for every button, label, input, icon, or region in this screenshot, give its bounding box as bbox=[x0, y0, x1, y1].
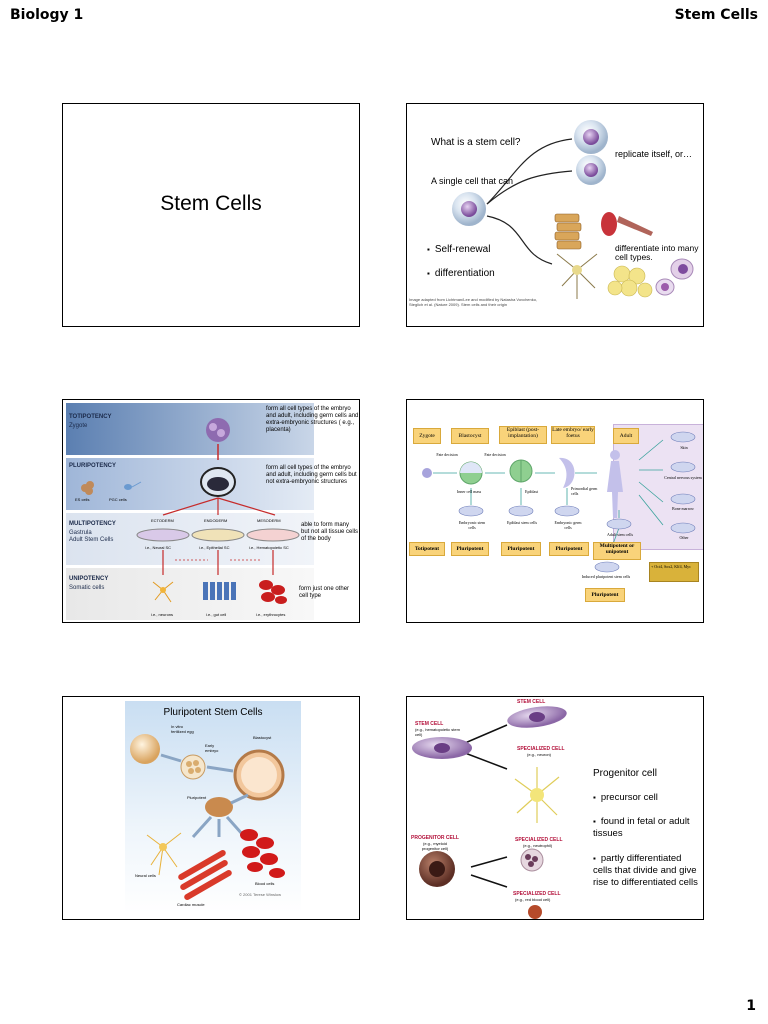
sc-epithelial: i.e., Epithelial SC bbox=[199, 545, 230, 550]
tissue-bone-marrow: Bone marrow bbox=[672, 506, 694, 511]
progenitor-cell-label: PROGENITOR CELL bbox=[411, 835, 459, 841]
stage-adult: Adult bbox=[613, 428, 639, 444]
slide-2: What is a stem cell? A single cell that … bbox=[406, 103, 704, 327]
potency-totipotent: Totipotent bbox=[409, 542, 445, 556]
ips-potency: Pluripotent bbox=[585, 588, 625, 602]
tissue-skin: Skin bbox=[680, 445, 688, 450]
bullet-partly-differentiated: partly differentiated cells that divide … bbox=[593, 853, 703, 889]
slide-5: Pluripotent Stem Cells In vitro fertiliz… bbox=[62, 696, 360, 920]
tissue-cns: Central nervous system bbox=[664, 475, 702, 480]
level-name-pluripotency: PLURIPOTENCY bbox=[69, 463, 117, 469]
stage-epiblast: Epiblast (post-implantation) bbox=[499, 426, 547, 444]
potency-pluripotent-1: Pluripotent bbox=[451, 542, 489, 556]
pluripotent-label: Pluripotent bbox=[187, 795, 207, 800]
image-credit: Image adapted from Lichtman/Lee and modi… bbox=[409, 297, 538, 307]
progenitor-heading: Progenitor cell bbox=[593, 768, 657, 779]
developmental-potency-diagram bbox=[422, 431, 696, 573]
page-number: 1 bbox=[746, 998, 756, 1014]
fate-decision-2: Fate decision bbox=[484, 452, 506, 457]
desc-totipotency: form all cell types of the embryo and ad… bbox=[266, 406, 359, 433]
bullet-self-renewal: Self-renewal bbox=[427, 244, 491, 256]
potency-pluripotent-3: Pluripotent bbox=[549, 542, 589, 556]
slide-6: STEM CELL STEM CELL (e.g., hematopoietic… bbox=[406, 696, 704, 920]
slide5-title: Pluripotent Stem Cells bbox=[163, 707, 263, 718]
slide-1: Stem Cells bbox=[62, 103, 360, 327]
desc-multipotency: able to form many but not all tissue cel… bbox=[301, 522, 359, 542]
epiblast-label: Epiblast bbox=[525, 489, 539, 494]
cell-neurons: i.e., neurons bbox=[151, 612, 174, 617]
bullet-precursor: precursor cell bbox=[593, 792, 703, 804]
slide-3: TOTIPOTENCY Zygote PLURIPOTENCY ES cells… bbox=[62, 399, 360, 623]
potency-pluripotent-2: Pluripotent bbox=[501, 542, 541, 556]
level-name-totipotency: TOTIPOTENCY bbox=[69, 414, 112, 420]
desc-pluripotency: form all cell types of the embryo and ad… bbox=[266, 465, 357, 485]
bullet-fetal-adult: found in fetal or adult tissues bbox=[593, 816, 703, 840]
progenitor-cell-sub: (e.g., myeloid progenitor cell) bbox=[421, 841, 449, 851]
level-sub-multipotency: Gastrula Adult Stem Cells bbox=[69, 530, 114, 543]
layer-ectoderm: ECTODERM bbox=[151, 518, 174, 523]
stage-zygote: Zygote bbox=[413, 428, 441, 444]
level-name-unipotency: UNIPOTENCY bbox=[69, 576, 109, 582]
stem-cell-left-label: STEM CELL bbox=[415, 721, 444, 727]
potency-multipotent: Multipotent or unipotent bbox=[593, 542, 641, 560]
header-right: Stem Cells bbox=[674, 7, 758, 23]
pgc-cells-label: PGC cells bbox=[109, 497, 127, 502]
layer-mesoderm: MESODERM bbox=[257, 518, 281, 523]
embryonic-stem-cells-label: Embryonic stem cells bbox=[458, 520, 486, 530]
slide-title: Stem Cells bbox=[160, 192, 262, 215]
differentiate-label: differentiate into many cell types. bbox=[615, 243, 699, 262]
embryonic-germ-cells-label: Embryonic germ cells bbox=[554, 520, 582, 530]
inner-cell-mass-label: Inner cell mass bbox=[457, 489, 482, 494]
stage-blastocyst: Blastocyst bbox=[451, 428, 489, 444]
header-left: Biology 1 bbox=[10, 7, 84, 23]
es-cells-label: ES cells bbox=[75, 497, 90, 502]
stem-cell-question: What is a stem cell? bbox=[431, 137, 521, 148]
level-sub-totipotency: Zygote bbox=[69, 423, 88, 429]
ips-label: Induced pluripotent stem cells bbox=[581, 574, 631, 579]
pluripotent-stem-cell-diagram bbox=[130, 734, 285, 900]
reprogramming-factors: + Oct4, Sox2, Klf4, Myc bbox=[649, 562, 699, 582]
desc-unipotency: form just one other cell type bbox=[299, 586, 350, 599]
specialized-cell-3-label: SPECIALIZED CELL bbox=[513, 891, 561, 897]
blastocyst-label: Blastocyst bbox=[253, 735, 272, 740]
level-sub-unipotency: Somatic cells bbox=[69, 585, 105, 591]
stem-cell-top-label: STEM CELL bbox=[517, 699, 546, 705]
sc-hematopoietic: i.e., Hematopoietic SC bbox=[249, 545, 289, 550]
stem-vs-progenitor-diagram bbox=[412, 706, 567, 919]
epiblast-stem-cells-label: Epiblast stem cells bbox=[507, 520, 537, 525]
level-name-multipotency: MULTIPOTENCY bbox=[69, 521, 116, 527]
blood-cells-label: Blood cells bbox=[255, 881, 275, 886]
specialized-cell-1-label: SPECIALIZED CELL bbox=[517, 746, 565, 752]
cell-erythrocytes: i.e., erythrocytes bbox=[256, 612, 286, 617]
fate-decision-1: Fate decision bbox=[436, 452, 458, 457]
cardiac-muscle-label: Cardiac muscle bbox=[177, 902, 205, 907]
egg-label: In vitro fertilized egg bbox=[171, 724, 194, 734]
potency-diagram bbox=[81, 418, 300, 604]
stem-cell-left-sub: (e.g., hematopoietic stem cell) bbox=[415, 727, 460, 737]
adult-stem-cells-label: Adult stem cells bbox=[607, 532, 633, 537]
bullet-differentiation: differentiation bbox=[427, 268, 495, 280]
primordial-germ-cells-label: Primordial germ cells bbox=[571, 486, 598, 496]
stem-cell-diagram bbox=[452, 120, 694, 299]
early-embryo-label: Early embryo bbox=[205, 743, 219, 753]
copyright: © 2001 Terese Winslow bbox=[239, 892, 282, 897]
specialized-cell-2-label: SPECIALIZED CELL bbox=[515, 837, 563, 843]
neural-cells-label: Neural cells bbox=[135, 873, 156, 878]
tissue-other: Other bbox=[679, 535, 689, 540]
stage-late-embryo: Late embryo/ early foetus bbox=[551, 426, 595, 444]
layer-endoderm: ENDODERM bbox=[204, 518, 228, 523]
slide-4: Zygote Blastocyst Epiblast (post-implant… bbox=[406, 399, 704, 623]
replicate-label: replicate itself, or… bbox=[615, 149, 693, 159]
cell-gut: i.e., gut cell bbox=[206, 612, 227, 617]
single-cell-label: A single cell that can bbox=[431, 176, 514, 186]
specialized-cell-1-sub: (e.g., neuron) bbox=[527, 752, 552, 757]
specialized-cell-2-sub: (e.g., neutrophil) bbox=[523, 843, 553, 848]
sc-neural: i.e., Neural SC bbox=[145, 545, 172, 550]
specialized-cell-3-sub: (e.g., red blood cell) bbox=[515, 897, 551, 902]
